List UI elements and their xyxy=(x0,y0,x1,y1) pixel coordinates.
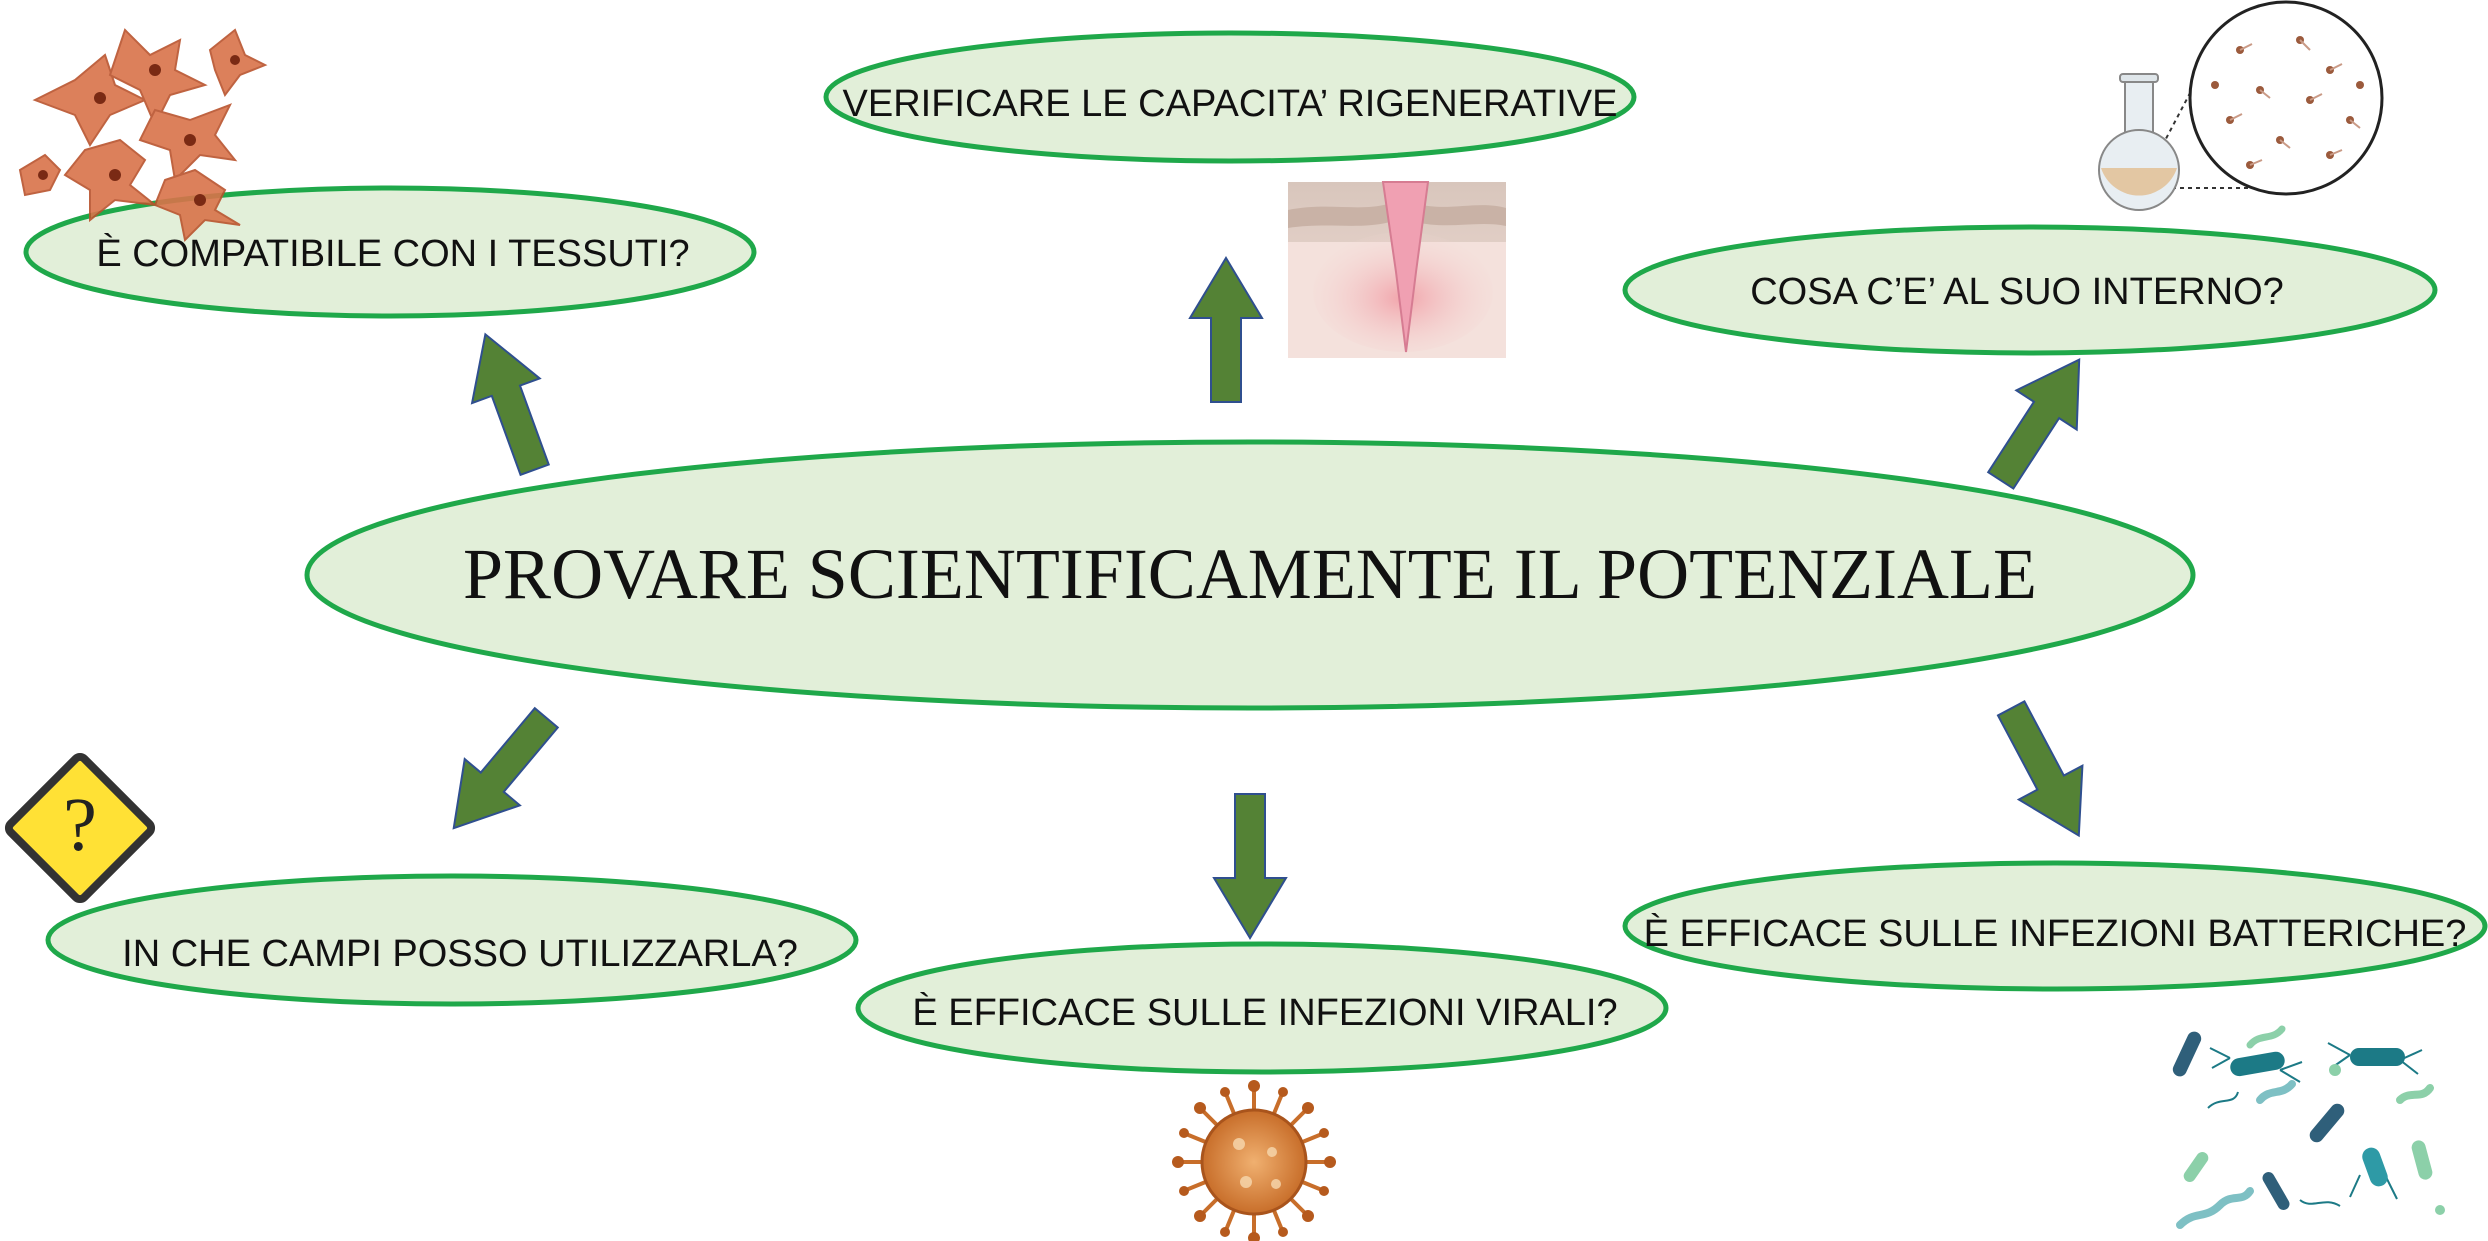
node-bacterial-ellipse xyxy=(1622,860,2488,992)
arrow-to-regeneration xyxy=(1188,256,1264,403)
cells-icon xyxy=(18,28,268,243)
virus-icon xyxy=(1172,1080,1336,1241)
arrows xyxy=(452,256,2084,940)
skin-wound-icon xyxy=(1288,181,1506,358)
flask-microscope-icon xyxy=(2098,0,2384,211)
arrow-to-compatibility xyxy=(470,332,551,477)
arrow-to-bacterial xyxy=(1996,700,2084,838)
node-bacterial-label: È EFFICACE SULLE INFEZIONI BATTERICHE? xyxy=(1644,912,2467,955)
node-composition-ellipse xyxy=(1622,224,2438,356)
node-viral: È EFFICACE SULLE INFEZIONI VIRALI? xyxy=(855,941,1669,1075)
node-regeneration-label: VERIFICARE LE CAPACITA’ RIGENERATIVE xyxy=(843,83,1618,125)
node-viral-ellipse xyxy=(855,941,1669,1075)
center-ellipse xyxy=(304,439,2196,711)
bacteria-icon xyxy=(2172,1025,2445,1229)
node-regeneration-ellipse xyxy=(823,30,1637,164)
arrow-to-composition xyxy=(1986,357,2081,490)
arrow-to-viral xyxy=(1212,793,1288,940)
svg-text:?: ? xyxy=(63,783,97,867)
node-applications-label: IN CHE CAMPI POSSO UTILIZZARLA? xyxy=(122,933,798,975)
node-applications-ellipse xyxy=(45,873,859,1007)
node-viral-label: È EFFICACE SULLE INFEZIONI VIRALI? xyxy=(912,991,1617,1034)
center-node: PROVARE SCIENTIFICAMENTE IL POTENZIALE xyxy=(304,439,2196,711)
center-label: PROVARE SCIENTIFICAMENTE IL POTENZIALE xyxy=(463,534,2037,614)
warning-question-icon: ? xyxy=(4,752,156,904)
node-compatibility: È COMPATIBILE CON I TESSUTI? xyxy=(23,185,757,319)
node-compatibility-label: È COMPATIBILE CON I TESSUTI? xyxy=(96,232,689,275)
node-composition: COSA C’E’ AL SUO INTERNO? xyxy=(1622,224,2438,356)
node-applications: IN CHE CAMPI POSSO UTILIZZARLA? xyxy=(45,873,859,1007)
node-regeneration: VERIFICARE LE CAPACITA’ RIGENERATIVE xyxy=(823,30,1637,164)
node-bacterial: È EFFICACE SULLE INFEZIONI BATTERICHE? xyxy=(1622,860,2488,992)
node-composition-label: COSA C’E’ AL SUO INTERNO? xyxy=(1750,271,2284,313)
arrow-to-applications xyxy=(452,706,560,830)
